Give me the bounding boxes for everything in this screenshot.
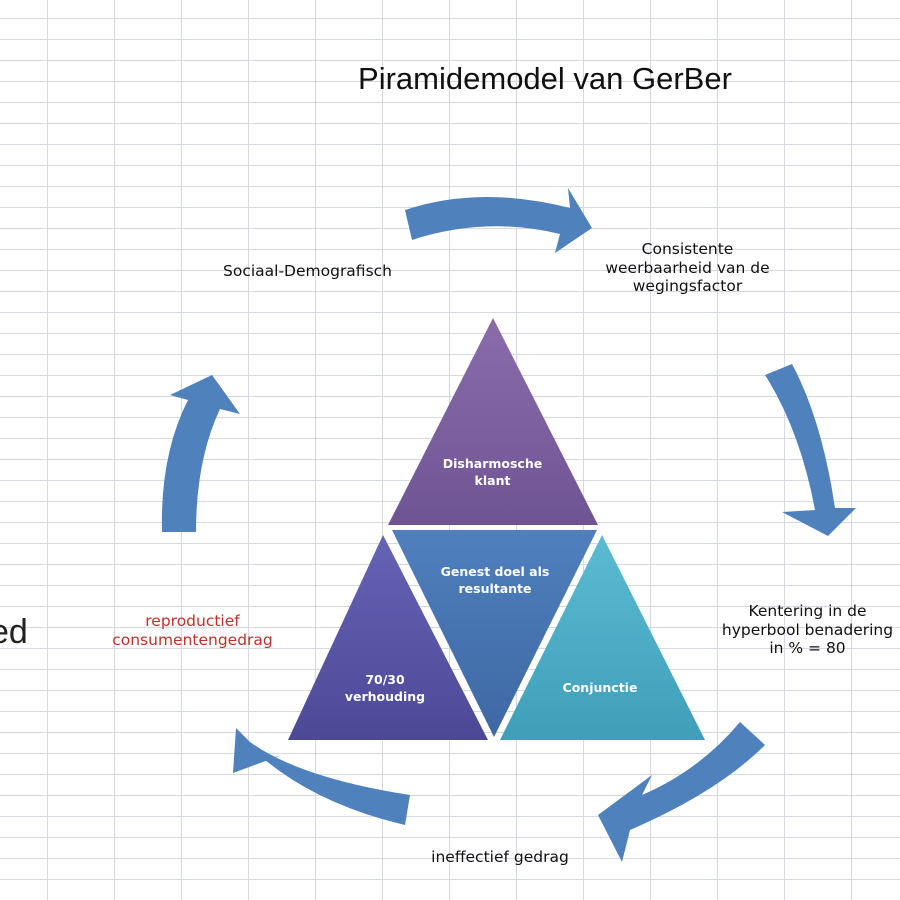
pyramid-center-label: Genest doel als resultante	[440, 564, 550, 596]
pyramid-bottom-right-label: Conjunctie	[562, 680, 638, 695]
pyramid-top-label: Disharmosche klant	[442, 456, 543, 488]
pyramid-center	[392, 530, 597, 737]
cycle-arrows	[161, 188, 856, 862]
arrow-icon	[765, 364, 856, 536]
pyramid-top	[388, 318, 598, 525]
diagram-title: Piramidemodel van GerBer	[358, 61, 732, 96]
arrow-icon	[405, 188, 592, 253]
label-left: reproductief consumentengedrag	[112, 612, 273, 649]
pyramid-bottom-left-label: 70/30 verhouding	[344, 672, 426, 704]
label-top-right: Consistente weerbaarheid van de wegingsf…	[605, 240, 770, 296]
clipped-left-text: ed	[0, 613, 28, 651]
arrow-icon	[161, 375, 240, 532]
pyramid-bottom-right	[500, 535, 705, 740]
label-top-left: Sociaal-Demografisch	[223, 262, 392, 280]
label-bottom: ineffectief gedrag	[431, 848, 569, 866]
arrow-icon	[598, 722, 765, 862]
pyramid	[288, 318, 705, 740]
label-right: Kentering in de hyperbool benadering in …	[721, 602, 894, 658]
arrow-icon	[233, 728, 410, 825]
pyramid-bottom-left	[288, 535, 488, 740]
